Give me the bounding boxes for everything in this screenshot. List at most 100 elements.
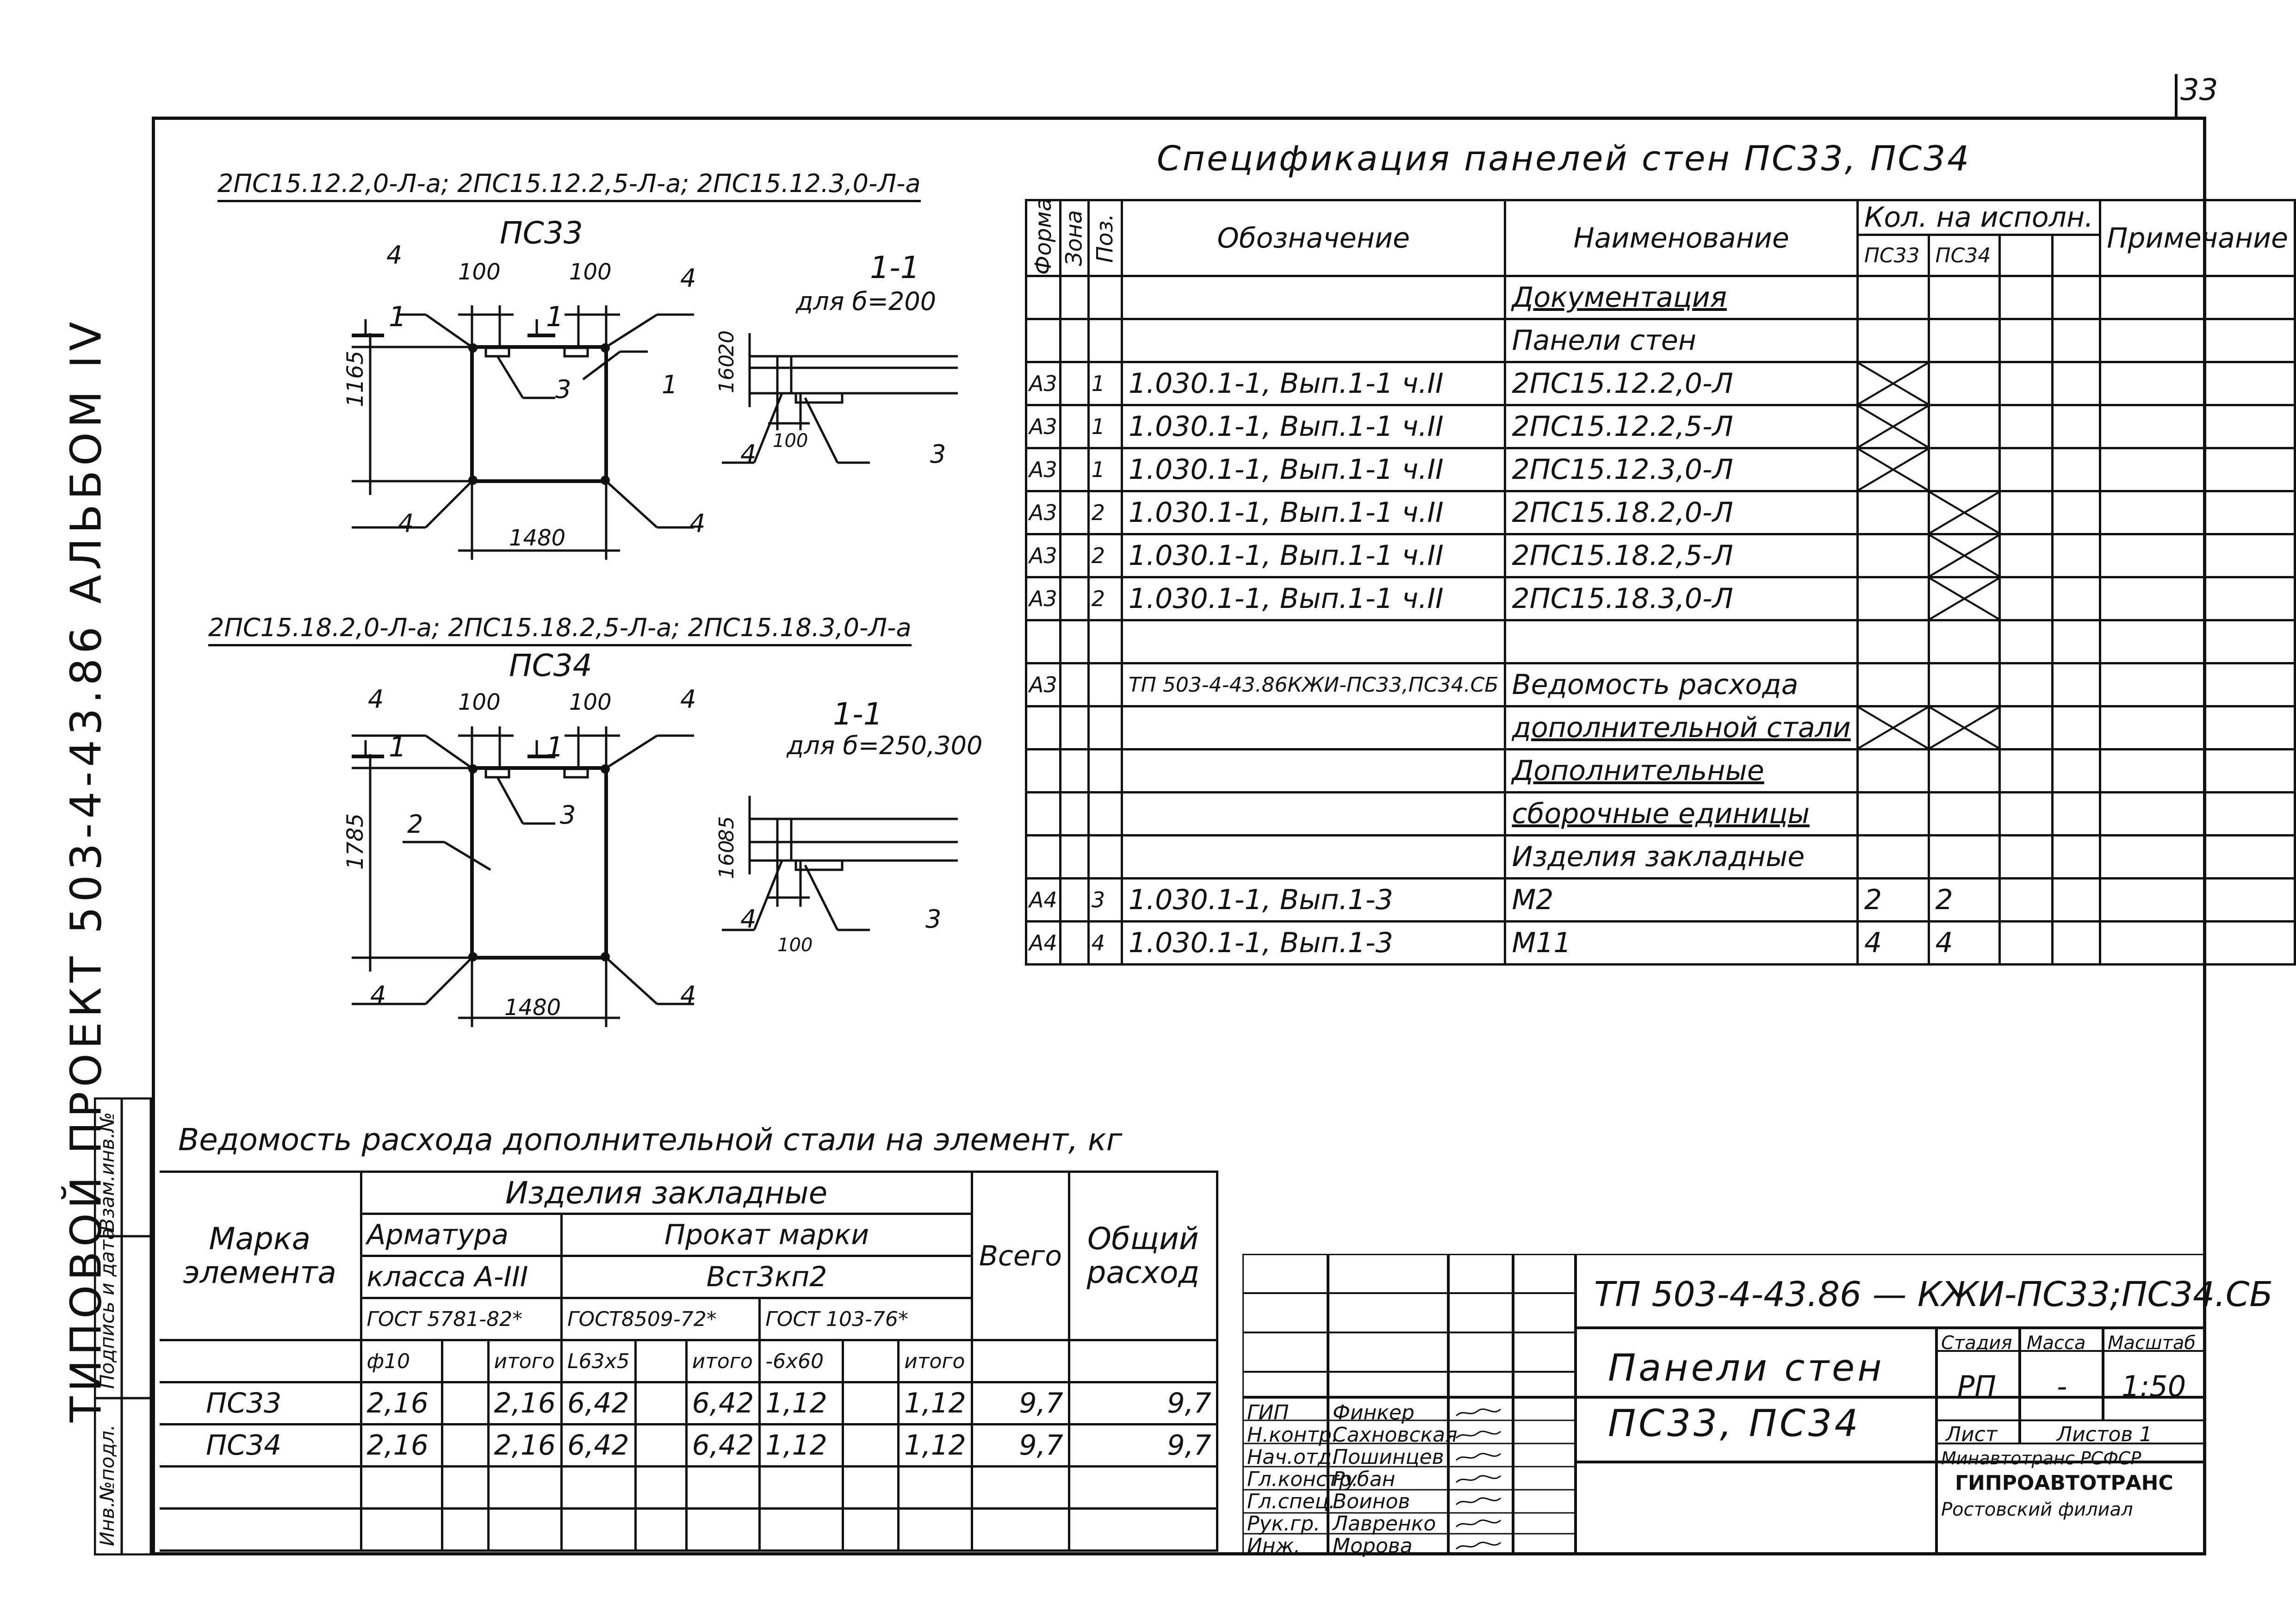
- spec-cell-note: [2099, 748, 2296, 793]
- title-person-role: Гл.спец.: [1247, 1490, 1335, 1513]
- spec-cell-designation: 1.030.1-1, Вып.1-1 ч.II: [1120, 447, 1507, 492]
- spec-cell-pos: [1087, 834, 1123, 880]
- spec-cell-zone: [1059, 791, 1090, 836]
- steel-cell-value: 2,16: [487, 1381, 563, 1425]
- spec-row: [1025, 619, 2296, 664]
- spec-row: Панели стен: [1025, 318, 2296, 363]
- section-pos: 3: [925, 904, 942, 934]
- drawing-bottom-svg: [352, 726, 958, 1027]
- spec-cell-zone: [1059, 920, 1090, 966]
- dim-label: 100: [458, 689, 501, 715]
- cross-mark: [1860, 407, 1927, 446]
- spec-cell-empty: [1998, 834, 2054, 880]
- spec-cell-qty: 4: [1856, 920, 1930, 966]
- spec-cell-name: Ведомость расхода: [1504, 662, 1859, 707]
- spec-header-qty1: ПС33: [1856, 234, 1930, 277]
- spec-cell-designation: 1.030.1-1, Вып.1-1 ч.II: [1120, 361, 1507, 406]
- spec-cell-pos: 3: [1087, 877, 1123, 923]
- spec-cell-designation: 1.030.1-1, Вып.1-1 ч.II: [1120, 533, 1507, 578]
- stage-header: Стадия: [1941, 1332, 2012, 1354]
- drawing-bottom-panel-name: ПС34: [509, 648, 592, 683]
- spec-cell-designation: [1120, 318, 1507, 363]
- spec-cell-qty: 4: [1927, 920, 2001, 966]
- spec-cell-empty: [2051, 834, 2102, 880]
- spec-cell-format: А3: [1025, 662, 1061, 707]
- spec-cell-name: М2: [1504, 877, 1859, 923]
- spec-cell-name: Дополнительные: [1504, 748, 1859, 793]
- section-dim: 85: [715, 816, 738, 842]
- spec-cell-empty: [1998, 361, 2054, 406]
- cross-mark: [1860, 450, 1927, 489]
- spec-cell-format: А4: [1025, 877, 1061, 923]
- title-name-1: Панели стен: [1608, 1346, 1885, 1389]
- spec-cell-format: [1025, 318, 1061, 363]
- steel-cell-mark: ПС34: [160, 1423, 362, 1468]
- pos-label: 4: [368, 685, 384, 714]
- spec-cell-empty: [1998, 490, 2054, 535]
- dim-label: 1480: [509, 525, 566, 551]
- spec-cell-qty: [1856, 834, 1930, 880]
- spec-cell-empty: [2051, 447, 2102, 492]
- sheet-label: Лист: [1946, 1423, 1998, 1446]
- spec-cell-qty: [1856, 576, 1930, 621]
- title-person-role: ГИП: [1247, 1401, 1289, 1425]
- spec-cell-format: [1025, 791, 1061, 836]
- spec-cell-designation: ТП 503-4-43.86КЖИ-ПС33,ПС34.СБ: [1120, 662, 1507, 707]
- section-dim: 100: [773, 430, 808, 452]
- spec-cell-designation: [1120, 705, 1507, 750]
- spec-header-zone: Зона: [1060, 200, 1089, 276]
- pos-label: 3: [555, 375, 571, 404]
- pos-label: 4: [398, 509, 414, 538]
- steel-header-gost2: ГОСТ 103-76*: [758, 1297, 973, 1341]
- section-title: 1-1: [870, 250, 920, 285]
- spec-cell-empty: [1998, 791, 2054, 836]
- spec-row: сборочные единицы: [1025, 791, 2296, 836]
- stage-value: РП: [1957, 1369, 1997, 1403]
- signature-scribble: [1456, 1453, 1501, 1461]
- spec-cell-empty: [1998, 705, 2054, 750]
- spec-cell-empty: [1998, 619, 2054, 664]
- spec-cell-name: 2ПС15.12.2,0-Л: [1504, 361, 1859, 406]
- section-mark: 1: [546, 731, 564, 763]
- section-mark: 1: [389, 301, 407, 333]
- spec-cell-name: [1504, 619, 1859, 664]
- steel-cell-value: 2,16: [360, 1381, 443, 1425]
- spec-cell-empty: [2051, 576, 2102, 621]
- spec-header-qty2: ПС34: [1927, 234, 2001, 277]
- spec-cell-note: [2099, 834, 2296, 880]
- spec-cell-empty: [1998, 318, 2054, 363]
- mass-header: Масса: [2027, 1332, 2086, 1354]
- spec-row: Документация: [1025, 275, 2296, 320]
- spec-cell-qty-crossed: [1856, 447, 1930, 492]
- spec-cell-designation: [1120, 275, 1507, 320]
- spec-cell-zone: [1059, 490, 1090, 535]
- spec-cell-empty: [2051, 533, 2102, 578]
- spec-cell-format: [1025, 705, 1061, 750]
- spec-cell-qty-crossed: [1856, 705, 1930, 750]
- steel-cell-value: 2,16: [360, 1423, 443, 1468]
- steel-cell-value: 1,12: [897, 1423, 973, 1468]
- spec-cell-qty: 2: [1927, 877, 2001, 923]
- spec-cell-format: А3: [1025, 447, 1061, 492]
- section-pos: 4: [740, 904, 757, 934]
- spec-cell-qty-crossed: [1856, 361, 1930, 406]
- spec-cell-empty: [1998, 920, 2054, 966]
- mass-value: -: [2057, 1369, 2067, 1403]
- cross-mark: [1860, 364, 1927, 403]
- spec-cell-name: сборочные единицы: [1504, 791, 1859, 836]
- spec-cell-format: [1025, 275, 1061, 320]
- spec-cell-pos: 1: [1087, 447, 1123, 492]
- spec-cell-designation: 1.030.1-1, Вып.1-1 ч.II: [1120, 404, 1507, 449]
- spec-cell-empty: [2051, 490, 2102, 535]
- spec-cell-zone: [1059, 447, 1090, 492]
- spec-cell-empty: [1998, 576, 2054, 621]
- spec-cell-format: А4: [1025, 920, 1061, 966]
- spec-cell-format: [1025, 748, 1061, 793]
- spec-cell-qty: 2: [1856, 877, 1930, 923]
- steel-header-arm: Арматура: [360, 1213, 563, 1257]
- signature-scribble: [1456, 1497, 1501, 1505]
- pos-label: 4: [680, 264, 696, 293]
